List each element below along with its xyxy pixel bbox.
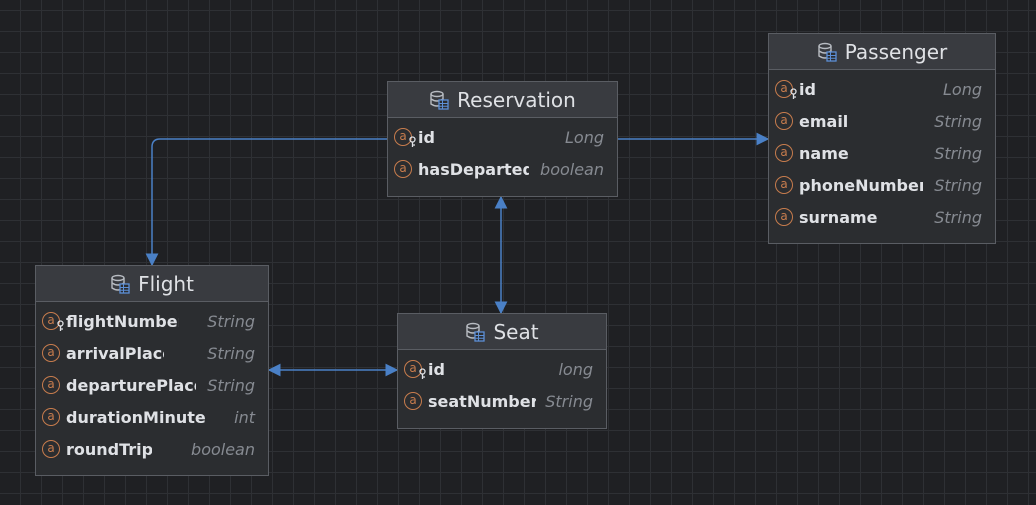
key-icon bbox=[790, 88, 797, 99]
attribute-icon: a bbox=[404, 392, 422, 410]
field-name: roundTrip bbox=[66, 439, 152, 459]
relation-reservation-flight[interactable] bbox=[145, 138, 388, 267]
entity-header[interactable]: Reservation bbox=[388, 82, 617, 118]
field-type: boolean bbox=[191, 439, 255, 459]
field-row[interactable]: a id Long bbox=[769, 73, 995, 105]
attribute-icon: a bbox=[394, 128, 416, 147]
field-row[interactable]: a flightNumber String bbox=[36, 305, 268, 337]
field-name: durationMinutes bbox=[66, 407, 206, 427]
field-name: departurePlace bbox=[66, 375, 196, 395]
field-type: String bbox=[934, 143, 982, 163]
entity-title: Flight bbox=[138, 271, 194, 296]
field-type: String bbox=[207, 375, 255, 395]
entity-title: Reservation bbox=[457, 87, 576, 112]
field-type: String bbox=[934, 175, 982, 195]
field-row[interactable]: a hasDeparted boolean bbox=[388, 153, 617, 185]
entity-seat[interactable]: Seat a id long a seatNumber String bbox=[397, 313, 607, 429]
field-name: email bbox=[799, 111, 849, 131]
attribute-icon: a bbox=[394, 160, 412, 178]
field-type: long bbox=[558, 359, 593, 379]
field-type: Long bbox=[943, 79, 982, 99]
field-name: id bbox=[418, 127, 435, 147]
database-table-icon bbox=[466, 322, 486, 342]
field-name: surname bbox=[799, 207, 878, 227]
entity-title: Passenger bbox=[844, 39, 948, 64]
attribute-icon: a bbox=[42, 408, 60, 426]
database-table-icon bbox=[818, 42, 837, 62]
field-row[interactable]: a arrivalPlace String bbox=[36, 337, 268, 369]
attribute-icon: a bbox=[42, 344, 60, 362]
attribute-icon: a bbox=[775, 112, 793, 130]
field-type: int bbox=[234, 407, 255, 427]
field-row[interactable]: a email String bbox=[769, 105, 995, 137]
field-name: name bbox=[799, 143, 849, 163]
field-row[interactable]: a departurePlace String bbox=[36, 369, 268, 401]
field-type: boolean bbox=[540, 159, 604, 179]
attribute-icon: a bbox=[42, 312, 64, 331]
database-table-icon bbox=[111, 274, 130, 294]
entity-header[interactable]: Seat bbox=[398, 314, 606, 350]
key-icon bbox=[409, 136, 416, 147]
field-name: seatNumber bbox=[428, 391, 536, 411]
field-type: String bbox=[934, 207, 982, 227]
field-row[interactable]: a seatNumber String bbox=[398, 385, 606, 417]
field-row[interactable]: a surname String bbox=[769, 201, 995, 233]
entity-reservation[interactable]: Reservation a id Long a hasDeparted bool… bbox=[387, 81, 618, 197]
attribute-icon: a bbox=[42, 440, 60, 458]
field-row[interactable]: a name String bbox=[769, 137, 995, 169]
entity-passenger[interactable]: Passenger a id Long a email String a nam… bbox=[768, 33, 996, 244]
entity-flight[interactable]: Flight a flightNumber String a arrivalPl… bbox=[35, 265, 269, 476]
attribute-icon: a bbox=[775, 144, 793, 162]
field-row[interactable]: a roundTrip boolean bbox=[36, 433, 268, 465]
field-type: Long bbox=[565, 127, 604, 147]
entity-header[interactable]: Flight bbox=[36, 266, 268, 302]
field-type: String bbox=[934, 111, 982, 131]
key-icon bbox=[419, 368, 426, 379]
field-name: arrivalPlace bbox=[66, 343, 164, 363]
attribute-icon: a bbox=[42, 376, 60, 394]
field-type: String bbox=[545, 391, 593, 411]
entity-title: Seat bbox=[493, 319, 539, 344]
field-row[interactable]: a phoneNumber String bbox=[769, 169, 995, 201]
field-name: id bbox=[799, 79, 816, 99]
field-name: hasDeparted bbox=[418, 159, 529, 179]
field-type: String bbox=[207, 343, 255, 363]
attribute-icon: a bbox=[775, 176, 793, 194]
field-row[interactable]: a durationMinutes int bbox=[36, 401, 268, 433]
attribute-icon: a bbox=[775, 208, 793, 226]
key-icon bbox=[57, 320, 64, 331]
entity-header[interactable]: Passenger bbox=[769, 34, 995, 70]
field-row[interactable]: a id long bbox=[398, 353, 606, 385]
field-type: String bbox=[207, 311, 255, 331]
database-table-icon bbox=[430, 90, 449, 110]
field-name: id bbox=[428, 359, 445, 379]
field-row[interactable]: a id Long bbox=[388, 121, 617, 153]
field-name: phoneNumber bbox=[799, 175, 923, 195]
attribute-icon: a bbox=[775, 80, 797, 99]
field-name: flightNumber bbox=[66, 311, 179, 331]
attribute-icon: a bbox=[404, 360, 426, 379]
